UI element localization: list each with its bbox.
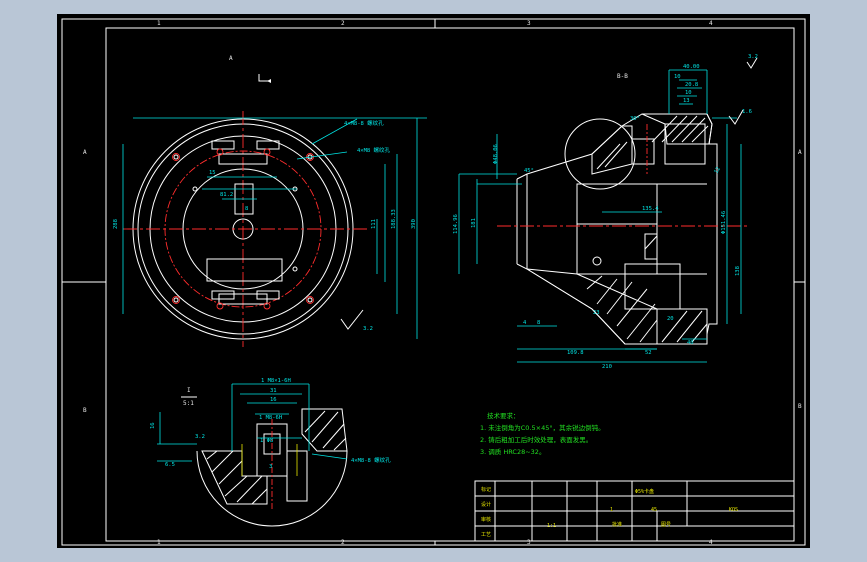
tb-sheet: 图号 xyxy=(661,522,671,528)
zone-bottom-3: 3 xyxy=(527,539,531,546)
sec-len-52: 52 xyxy=(645,350,652,356)
sec-dim-40: 40.00 xyxy=(683,64,700,70)
front-dim-111: 111 xyxy=(371,219,377,229)
tb-qty: 1 xyxy=(610,507,613,513)
zone-top-2: 2 xyxy=(341,20,345,27)
zone-left-a: A xyxy=(83,149,87,156)
zone-left-b: B xyxy=(83,407,87,414)
sec-dia-181: 181 xyxy=(471,218,477,228)
sec-roughness-corner: 3.2 xyxy=(748,54,758,60)
detail-dim-mark: 6.5 xyxy=(165,462,175,468)
sec-len-210: 210 xyxy=(602,364,612,370)
sec-dia-48: Φ48.06 xyxy=(493,144,499,164)
front-note-holes-top: 4×M8-8 螺纹孔 xyxy=(344,119,384,127)
front-roughness: 3.2 xyxy=(363,326,373,332)
section-title: B-B xyxy=(617,73,628,80)
front-section-mark: A xyxy=(229,55,233,62)
title-block: 标记 设计 审核 工艺 1:1 Φ5%卡盘 1 45 KOS 批准 图号 xyxy=(474,480,795,542)
front-dim-390: 390 xyxy=(411,219,417,229)
sec-bot-20: 20 xyxy=(667,316,674,322)
tech-req-title: 技术要求： xyxy=(487,411,520,420)
front-note-holes-mid: 4×M8 螺纹孔 xyxy=(357,146,391,154)
detail-note: 4×M8-8 螺纹孔 xyxy=(351,456,391,464)
detail-dim-left: 16 xyxy=(150,422,156,429)
detail-dim-counterbore: 1 Φ8 xyxy=(260,438,273,444)
sec-dim-13: 13 xyxy=(683,98,690,104)
tech-req-item-2: 2. 铸后粗加工后时效处理，表面发黑。 xyxy=(480,435,592,444)
drawing-canvas[interactable]: 1 2 3 4 1 2 3 4 A B A B A xyxy=(57,14,810,548)
tech-req-item-3: 3. 调质 HRC28~32。 xyxy=(480,447,545,456)
sec-dia-138: 138 xyxy=(735,266,741,276)
front-dim-288: 288 xyxy=(113,219,119,229)
sec-bot-8: 8 xyxy=(537,320,540,326)
tech-requirements: 技术要求： 1. 未注倒角为C0.5×45°，其余锐边倒钝。 2. 铸后粗加工后… xyxy=(480,411,605,456)
sec-ang-30: 30° xyxy=(630,116,640,122)
zone-top-3: 3 xyxy=(527,20,531,27)
tb-cell-2: 审核 xyxy=(481,516,491,523)
sec-roughness-r: 1.6 xyxy=(742,109,752,115)
zone-right-b: B xyxy=(798,403,802,410)
zone-top-1: 1 xyxy=(157,20,161,27)
drawing-svg: 1 2 3 4 1 2 3 4 A B A B A xyxy=(61,18,806,546)
sec-dia-114: 114.96 xyxy=(453,214,459,234)
sec-dim-20: 20.8 xyxy=(685,82,698,88)
drawing-frame: 1 2 3 4 1 2 3 4 A B A B xyxy=(61,18,806,546)
detail-dim-31: 31 xyxy=(270,388,277,394)
detail-dim-hole: 1 M8-6H xyxy=(259,415,282,421)
sec-r-12: 12 xyxy=(714,166,723,175)
front-dim-81: 81.2 xyxy=(220,192,233,198)
detail-scale: 5:1 xyxy=(183,400,194,407)
detail-dim-16: 16 xyxy=(270,397,277,403)
sec-ang-45: 45° xyxy=(524,168,534,174)
tb-material: 45 xyxy=(651,507,657,513)
front-view: A xyxy=(113,55,427,347)
sec-dim-10: 10 xyxy=(674,74,681,80)
zone-bottom-4: 4 xyxy=(709,539,713,546)
zone-right-a: A xyxy=(798,149,802,156)
section-hatching xyxy=(526,113,713,345)
sec-bot-4: 4 xyxy=(523,320,527,326)
zone-bottom-1: 1 xyxy=(157,539,161,546)
front-dim-15: 15 xyxy=(209,170,216,176)
tb-code: KOS xyxy=(729,507,738,513)
detail-dim-depth: 3 xyxy=(269,464,272,470)
sec-len-109: 109.8 xyxy=(567,350,584,356)
section-view: B-B xyxy=(453,54,758,370)
tb-cell-3: 工艺 xyxy=(481,532,491,538)
sec-bot-23: 23 xyxy=(593,310,600,316)
detail-dim-ang: 3.2 xyxy=(195,434,205,440)
tb-cell-5: 1:1 xyxy=(547,523,556,529)
tb-mass: 批准 xyxy=(612,521,622,528)
sec-dim-10b: 10 xyxy=(685,90,692,96)
zone-bottom-2: 2 xyxy=(341,539,345,546)
sec-bot-40: 40 xyxy=(687,340,694,346)
detail-dim-top: 1 M8×1-6H xyxy=(261,378,291,384)
front-dim-8: 8 xyxy=(245,206,248,212)
sec-len-135: 135.4 xyxy=(642,206,659,212)
zone-top-4: 4 xyxy=(709,20,713,27)
tb-cell-0: 标记 xyxy=(481,486,491,493)
detail-view: I 5:1 1 M8×1-6H 31 16 1 M8-6 xyxy=(150,378,391,527)
sec-dia-151: Φ151.46 xyxy=(721,211,727,234)
tb-name: Φ5%卡盘 xyxy=(635,488,654,495)
detail-label: I xyxy=(187,387,191,394)
tb-cell-1: 设计 xyxy=(481,501,491,508)
tech-req-item-1: 1. 未注倒角为C0.5×45°，其余锐边倒钝。 xyxy=(480,423,605,432)
front-dim-188: 188.33 xyxy=(391,209,397,229)
